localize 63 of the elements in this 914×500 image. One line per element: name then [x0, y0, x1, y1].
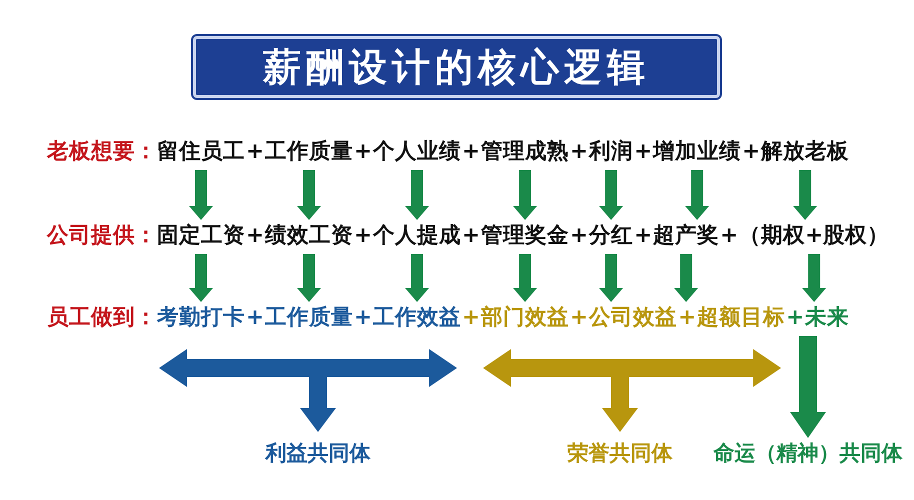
row-label: 员工做到： [47, 304, 157, 332]
item-text: 增加业绩 [653, 138, 742, 166]
item-text: 工作效益 [373, 304, 462, 332]
row-label: 公司提供： [47, 222, 157, 250]
arrow [685, 170, 710, 220]
arrow [297, 170, 322, 220]
plus-sign: + [634, 222, 652, 250]
item-text: 未来 [805, 304, 850, 332]
plus-sign: + [742, 138, 760, 166]
arrow [793, 170, 818, 220]
group-label: 荣誉共同体 [568, 440, 672, 466]
arrow [599, 170, 624, 220]
item-text: 个人业绩 [373, 138, 462, 166]
item-text: 超额目标 [697, 304, 786, 332]
arrow [189, 254, 213, 302]
arrow [189, 170, 213, 220]
arrow [599, 254, 624, 302]
item-text: 考勤打卡 [157, 304, 245, 332]
item-text: 固定工资 [157, 222, 245, 250]
item-text: 绩效工资 [265, 222, 354, 250]
plus-sign: + [246, 222, 264, 250]
item-text: 工作质量 [265, 138, 354, 166]
plus-sign: + [354, 138, 372, 166]
item-text: 公司效益 [589, 304, 678, 332]
plus-sign: + [462, 222, 480, 250]
row-label: 老板想要： [47, 138, 157, 166]
plus-sign: + [570, 138, 588, 166]
arrow [297, 254, 322, 302]
item-text: （期权+股权） [739, 222, 890, 250]
group-label: 利益共同体 [266, 440, 370, 466]
item-text: 工作质量 [265, 304, 354, 332]
plus-sign: + [462, 304, 480, 332]
plus-sign: + [246, 138, 264, 166]
plus-sign: + [462, 138, 480, 166]
plus-sign: + [720, 222, 738, 250]
item-text: 管理成熟 [481, 138, 570, 166]
arrow [513, 170, 538, 220]
plus-sign: + [354, 222, 372, 250]
arrow [802, 254, 826, 302]
title-banner: 薪酬设计的核心逻辑 [193, 36, 720, 98]
arrow [405, 254, 430, 302]
arrow [513, 254, 538, 302]
plus-sign: + [678, 304, 696, 332]
item-text: 解放老板 [761, 138, 850, 166]
plus-sign: + [570, 304, 588, 332]
item-text: 留住员工 [157, 138, 245, 166]
plus-sign: + [786, 304, 804, 332]
arrow [483, 349, 782, 432]
plus-sign: + [634, 138, 652, 166]
item-text: 管理奖金 [481, 222, 570, 250]
plus-sign: + [354, 304, 372, 332]
arrow [790, 336, 826, 438]
arrow [405, 170, 430, 220]
plus-sign: + [246, 304, 264, 332]
arrow [674, 254, 698, 302]
item-text: 超产奖 [653, 222, 720, 250]
arrow [159, 349, 458, 432]
group-label: 命运（精神）共同体 [714, 440, 902, 466]
item-text: 个人提成 [373, 222, 462, 250]
plus-sign: + [570, 222, 588, 250]
item-text: 分红 [589, 222, 634, 250]
item-text: 部门效益 [481, 304, 570, 332]
item-text: 利润 [589, 138, 634, 166]
